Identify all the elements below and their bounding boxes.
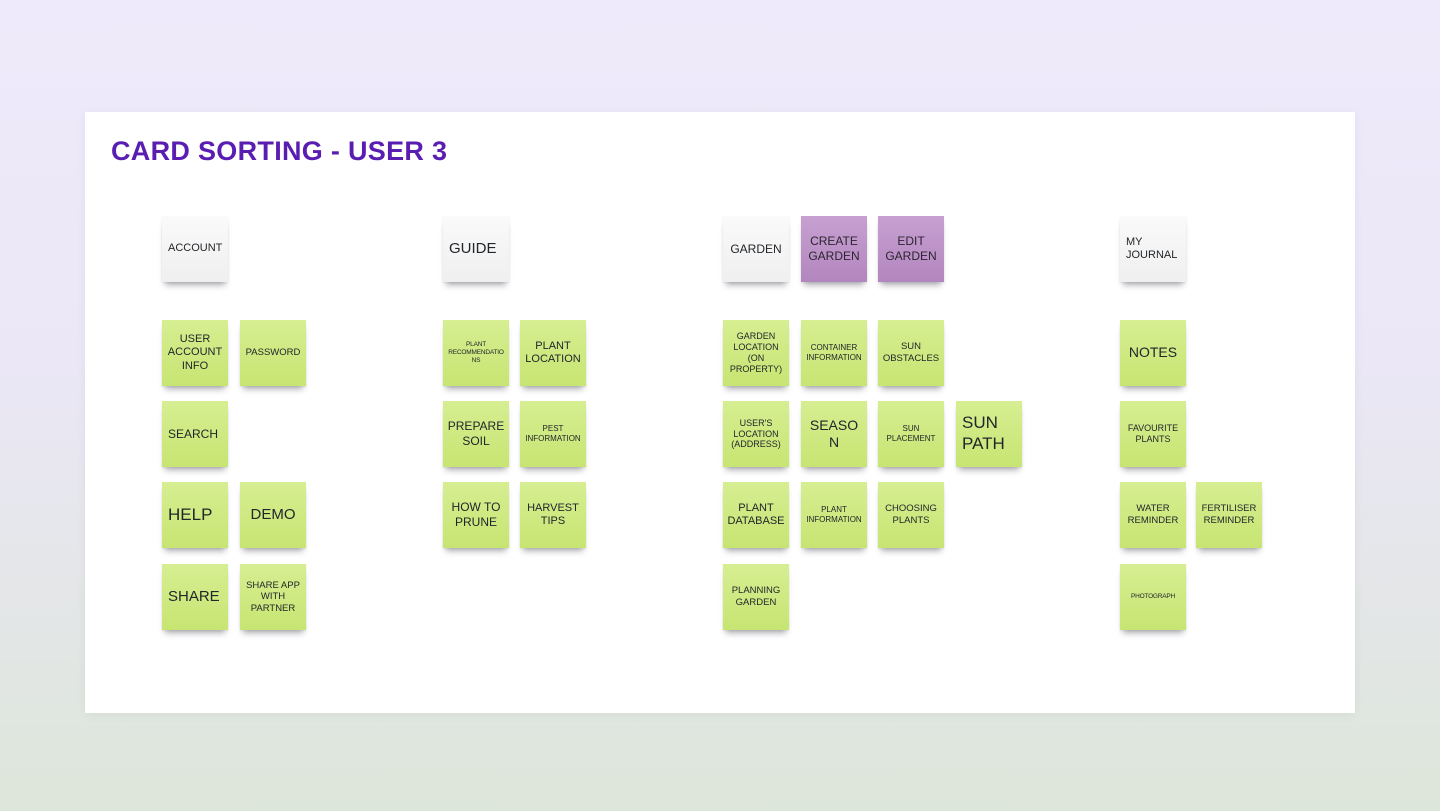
sticky-water-reminder[interactable]: WATER REMINDER: [1120, 482, 1186, 548]
sticky-favourite-plants[interactable]: FAVOURITE PLANTS: [1120, 401, 1186, 467]
sticky-account-header[interactable]: ACCOUNT: [162, 216, 228, 282]
sticky-edit-garden-header[interactable]: EDIT GARDEN: [878, 216, 944, 282]
sticky-fertiliser-reminder[interactable]: FERTILISER REMINDER: [1196, 482, 1262, 548]
sticky-users-location-address[interactable]: USER'S LOCATION (ADDRESS): [723, 401, 789, 467]
sticky-notes[interactable]: NOTES: [1120, 320, 1186, 386]
sticky-prepare-soil[interactable]: PREPARE SOIL: [443, 401, 509, 467]
sticky-my-journal-header[interactable]: MY JOURNAL: [1120, 216, 1186, 282]
sticky-search[interactable]: SEARCH: [162, 401, 228, 467]
sticky-guide-header[interactable]: GUIDE: [443, 216, 509, 282]
sticky-pest-information[interactable]: PEST INFORMATION: [520, 401, 586, 467]
sticky-how-to-prune[interactable]: HOW TO PRUNE: [443, 482, 509, 548]
sticky-user-account-info[interactable]: USER ACCOUNT INFO: [162, 320, 228, 386]
sticky-plant-location[interactable]: PLANT LOCATION: [520, 320, 586, 386]
sticky-plant-recommendations[interactable]: PLANT RECOMMENDATIONS: [443, 320, 509, 386]
sticky-create-garden-header[interactable]: CREATE GARDEN: [801, 216, 867, 282]
sticky-plant-information[interactable]: PLANT INFORMATION: [801, 482, 867, 548]
sticky-plant-database[interactable]: PLANT DATABASE: [723, 482, 789, 548]
sticky-sun-placement[interactable]: SUN PLACEMENT: [878, 401, 944, 467]
sticky-sun-obstacles[interactable]: SUN OBSTACLES: [878, 320, 944, 386]
sticky-container-information[interactable]: CONTAINER INFORMATION: [801, 320, 867, 386]
sticky-choosing-plants[interactable]: CHOOSING PLANTS: [878, 482, 944, 548]
sticky-garden-header[interactable]: GARDEN: [723, 216, 789, 282]
sticky-photograph[interactable]: PHOTOGRAPH: [1120, 564, 1186, 630]
sticky-share-app-with-partner[interactable]: SHARE APP WITH PARTNER: [240, 564, 306, 630]
sticky-share[interactable]: SHARE: [162, 564, 228, 630]
sticky-season[interactable]: SEASON: [801, 401, 867, 467]
sticky-garden-location-on-property[interactable]: GARDEN LOCATION (ON PROPERTY): [723, 320, 789, 386]
sticky-sun-path[interactable]: SUN PATH: [956, 401, 1022, 467]
sticky-harvest-tips[interactable]: HARVEST TIPS: [520, 482, 586, 548]
board-title: CARD SORTING - USER 3: [111, 136, 448, 166]
sticky-demo[interactable]: DEMO: [240, 482, 306, 548]
board-canvas: CARD SORTING - USER 3 ACCOUNT USER ACCOU…: [85, 112, 1355, 713]
sticky-help[interactable]: HELP: [162, 482, 228, 548]
sticky-planning-garden[interactable]: PLANNING GARDEN: [723, 564, 789, 630]
sticky-password[interactable]: PASSWORD: [240, 320, 306, 386]
